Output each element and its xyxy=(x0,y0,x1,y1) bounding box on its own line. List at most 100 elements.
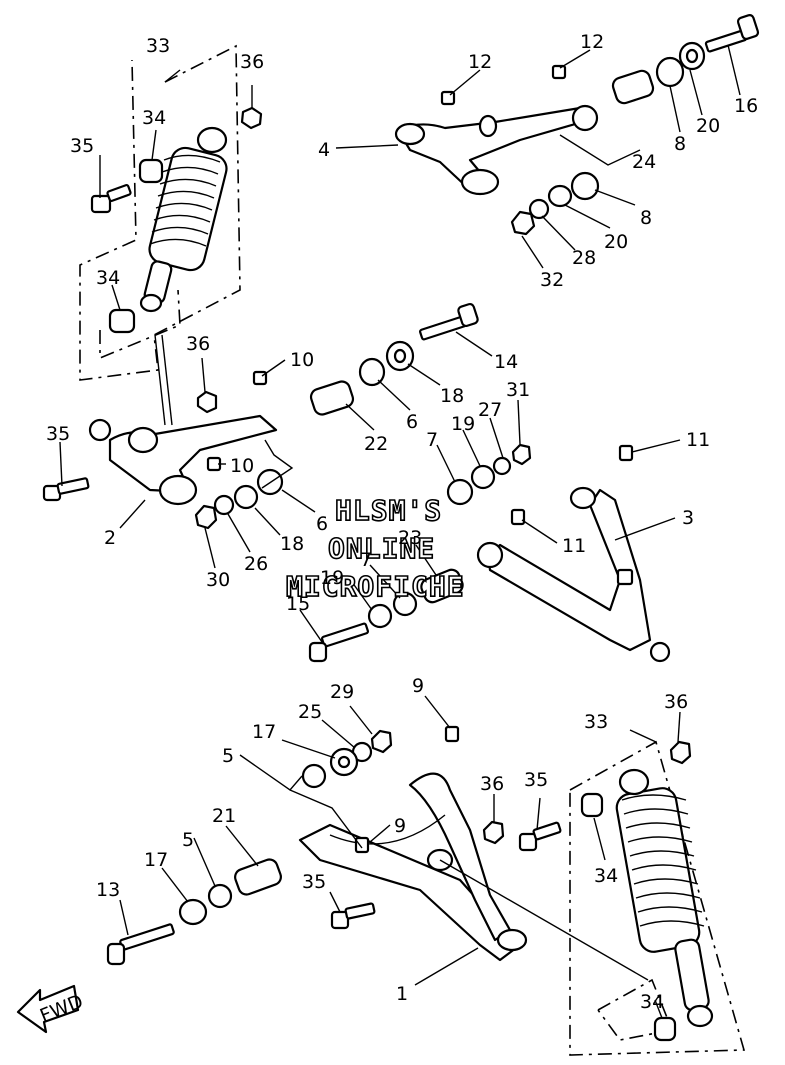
lower-arm-1-group xyxy=(106,725,649,981)
callout-19: 19 xyxy=(451,413,475,435)
callout-4: 4 xyxy=(318,139,330,161)
callout-19: 19 xyxy=(320,567,344,589)
callout-36: 36 xyxy=(240,51,264,73)
bushing-8-lower xyxy=(570,171,600,201)
callout-17: 17 xyxy=(144,849,168,871)
washer-19-lower xyxy=(367,603,393,629)
callout-20: 20 xyxy=(604,231,628,253)
bushing-6-upper xyxy=(358,357,386,387)
callout-36: 36 xyxy=(480,773,504,795)
callout-12: 12 xyxy=(468,51,492,73)
bolt-35-upper xyxy=(90,184,132,214)
callout-20: 20 xyxy=(696,115,720,137)
arm-3-group xyxy=(308,443,671,663)
arm-2 xyxy=(88,414,278,506)
nut-36-shock xyxy=(669,740,692,765)
callout-27: 27 xyxy=(478,399,502,421)
callout-2: 2 xyxy=(104,527,116,549)
bushing-34-upper xyxy=(138,158,164,184)
callout-11: 11 xyxy=(562,535,586,557)
callout-22: 22 xyxy=(364,433,388,455)
callout-9: 9 xyxy=(394,815,406,837)
bushing-5-lower xyxy=(207,883,233,909)
fwd-arrow-icon: FWD xyxy=(16,984,86,1034)
upper-arm-4 xyxy=(394,104,599,196)
callout-36: 36 xyxy=(186,333,210,355)
shock-absorber-lower xyxy=(615,768,714,1028)
washer-20-lower xyxy=(547,184,573,208)
washer-28 xyxy=(528,198,550,220)
callout-3: 3 xyxy=(682,507,694,529)
callout-21: 21 xyxy=(212,805,236,827)
callout-10: 10 xyxy=(230,455,254,477)
callout-34: 34 xyxy=(142,107,166,129)
callout-5: 5 xyxy=(222,745,234,767)
washer-18-lower xyxy=(233,484,259,510)
watermark-line-2: ONLINE xyxy=(328,532,435,565)
callout-6: 6 xyxy=(316,513,328,535)
callout-7: 7 xyxy=(360,549,372,571)
callout-8: 8 xyxy=(640,207,652,229)
grease-fitting-9-b xyxy=(354,836,370,854)
callout-34: 34 xyxy=(594,865,618,887)
washer-26 xyxy=(213,494,235,516)
upper-arm-4-group xyxy=(394,14,760,236)
bushing-5-upper xyxy=(301,763,327,789)
collar-24 xyxy=(611,69,655,105)
callout-17: 17 xyxy=(252,721,276,743)
callout-14: 14 xyxy=(494,351,518,373)
callout-8: 8 xyxy=(674,133,686,155)
shock-group-upper-left xyxy=(79,44,263,381)
callout-35: 35 xyxy=(46,423,70,445)
callout-9: 9 xyxy=(412,675,424,697)
watermark-line-1: HLSM'S xyxy=(335,494,442,527)
callout-33: 33 xyxy=(146,35,170,57)
nut-32 xyxy=(510,210,536,236)
bolt-13 xyxy=(106,923,175,966)
callout-labels: 33 36 34 35 34 12 12 4 16 20 8 24 8 20 2… xyxy=(46,31,758,1013)
callout-34: 34 xyxy=(640,991,664,1013)
grease-fitting-11-a xyxy=(618,444,634,462)
callout-35: 35 xyxy=(70,135,94,157)
callout-26: 26 xyxy=(244,553,268,575)
collar-21 xyxy=(234,858,282,896)
arm-3 xyxy=(476,486,671,663)
bushing-34-lower-a xyxy=(580,792,604,818)
callout-25: 25 xyxy=(298,701,322,723)
nut-30 xyxy=(194,504,218,530)
nut-36-mid xyxy=(196,390,218,414)
callout-32: 32 xyxy=(540,269,564,291)
callout-35: 35 xyxy=(524,769,548,791)
washer-27 xyxy=(492,456,512,476)
callout-24: 24 xyxy=(632,151,656,173)
callout-29: 29 xyxy=(330,681,354,703)
callout-18: 18 xyxy=(440,385,464,407)
lower-arm-1 xyxy=(298,772,528,962)
bolt-35-mid xyxy=(42,477,90,502)
callout-28: 28 xyxy=(572,247,596,269)
nut-31 xyxy=(511,443,532,466)
grease-fitting-11-b xyxy=(510,508,526,526)
washer-19-upper xyxy=(470,464,496,490)
shock-absorber-upper xyxy=(139,126,228,313)
callout-11: 11 xyxy=(686,429,710,451)
bushing-7-upper xyxy=(446,478,474,506)
callout-15: 15 xyxy=(286,593,310,615)
callout-12: 12 xyxy=(580,31,604,53)
bolt-16 xyxy=(704,14,760,53)
bolt-14 xyxy=(419,302,479,341)
bolt-15 xyxy=(308,622,369,663)
shock-group-lower-right xyxy=(518,740,746,1056)
grease-fitting-12-b xyxy=(551,64,567,80)
nut-36-lower xyxy=(482,820,505,845)
callout-18: 18 xyxy=(280,533,304,555)
nut-36-upper xyxy=(240,106,263,130)
callout-35: 35 xyxy=(302,871,326,893)
bushing-8-upper xyxy=(655,56,685,88)
callout-7: 7 xyxy=(426,429,438,451)
collar-22 xyxy=(309,380,355,416)
leader-lines xyxy=(59,44,741,1019)
callout-23: 23 xyxy=(398,527,422,549)
grease-fitting-9-a xyxy=(444,725,460,743)
